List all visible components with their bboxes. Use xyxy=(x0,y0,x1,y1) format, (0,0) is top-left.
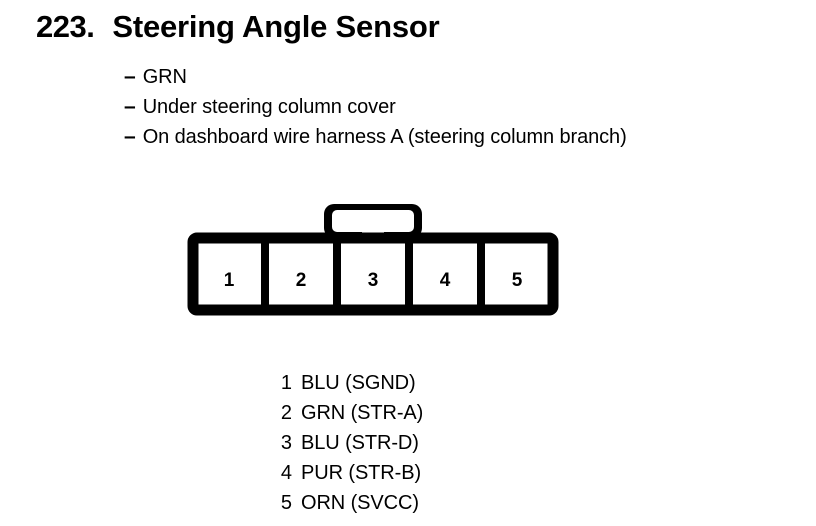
cavity-number-3: 3 xyxy=(368,270,379,291)
cavity-number-1: 1 xyxy=(224,270,235,291)
dash-bullet-icon: – xyxy=(124,65,136,88)
pin-legend-number: 5 xyxy=(280,492,292,514)
cavity-number-4: 4 xyxy=(440,270,451,291)
pin-legend-number: 4 xyxy=(280,462,292,484)
pin-legend-row: 1 BLU (SGND) xyxy=(278,368,423,398)
pin-legend-row: 3 BLU (STR-D) xyxy=(278,428,423,458)
note-item-text: GRN xyxy=(142,66,187,88)
pin-legend-row: 5 ORN (SVCC) xyxy=(278,488,423,518)
page-title: 223. Steering Angle Sensor xyxy=(36,9,440,44)
cavity-number-2: 2 xyxy=(296,270,307,291)
pin-legend-label: BLU (SGND) xyxy=(301,372,416,394)
pin-legend-label: BLU (STR-D) xyxy=(301,432,419,454)
note-list: – GRN – Under steering column cover – On… xyxy=(124,62,804,152)
pin-legend-row: 4 PUR (STR-B) xyxy=(278,458,423,488)
pin-legend-row: 2 GRN (STR-A) xyxy=(278,398,423,428)
note-item-text: On dashboard wire harness A (steering co… xyxy=(142,126,627,148)
dash-bullet-icon: – xyxy=(124,95,136,118)
pin-legend-number: 2 xyxy=(280,402,292,424)
cavity-number-5: 5 xyxy=(512,270,523,291)
note-item: – On dashboard wire harness A (steering … xyxy=(124,122,804,152)
connector-graphic: 1 2 3 4 5 xyxy=(187,204,559,316)
page-title-text: Steering Angle Sensor xyxy=(112,9,440,44)
pin-legend-label: PUR (STR-B) xyxy=(301,462,422,484)
note-item-text: Under steering column cover xyxy=(142,96,396,118)
pin-legend: 1 BLU (SGND) 2 GRN (STR-A) 3 BLU (STR-D)… xyxy=(278,368,423,518)
dash-bullet-icon: – xyxy=(124,125,136,148)
pin-legend-number: 1 xyxy=(280,372,292,394)
connector-diagram: 1 2 3 4 5 xyxy=(186,198,560,322)
note-item: – Under steering column cover xyxy=(124,92,804,122)
pin-legend-label: GRN (STR-A) xyxy=(301,402,424,424)
note-item: – GRN xyxy=(124,62,804,92)
pin-legend-label: ORN (SVCC) xyxy=(301,492,419,514)
page-title-number: 223. xyxy=(36,9,95,44)
pin-legend-number: 3 xyxy=(280,432,292,454)
connector-shell-outline xyxy=(187,232,559,316)
